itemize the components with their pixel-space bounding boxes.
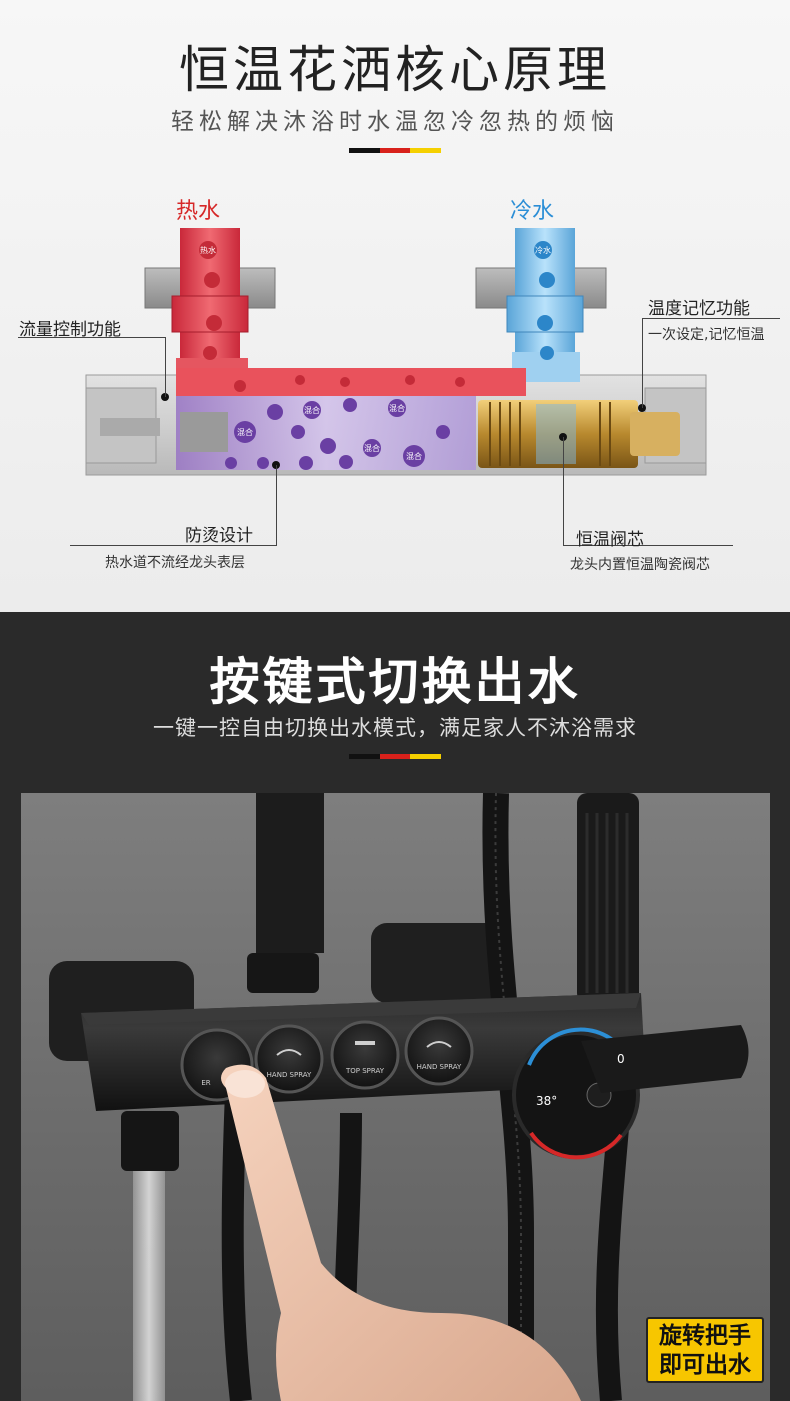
temp-memory-label: 温度记忆功能 <box>648 299 750 319</box>
mix-bubbles <box>225 398 450 470</box>
temp-memory-desc: 一次设定,记忆恒温 <box>648 327 765 343</box>
pipe-label: 冷水 <box>535 245 551 255</box>
dial-mark: 0 <box>617 1052 625 1066</box>
riser-pipe <box>256 793 324 953</box>
principle-section: 恒温花洒核心原理 轻松解决沐浴时水温忽冷忽热的烦恼 热水 冷水 <box>0 0 790 612</box>
section-subtitle: 轻松解决沐浴时水温忽冷忽热的烦恼 <box>171 109 619 135</box>
cold-bubbles <box>534 241 555 360</box>
rotate-handle-badge: 旋转把手 即可出水 <box>646 1317 764 1383</box>
water-stream <box>133 1171 165 1401</box>
pipe-label: 混合 <box>237 427 253 437</box>
tricolor-divider <box>349 754 442 759</box>
shower-mixer-photo: ER HAND SPRAY TOP SPRAY HAND SPRAY 38° 0… <box>21 793 770 1401</box>
button-switch-section: 按键式切换出水 一键一控自由切换出水模式，满足家人不沐浴需求 <box>0 612 790 1401</box>
flow-control-label: 流量控制功能 <box>19 320 121 340</box>
pipe-label: 混合 <box>364 443 380 453</box>
thermo-core-desc: 龙头内置恒温陶瓷阀芯 <box>570 557 710 573</box>
tricolor-divider <box>349 148 442 153</box>
handle-lever <box>581 1025 749 1093</box>
dial-mark: 38° <box>536 1094 557 1108</box>
hot-bubbles <box>199 241 465 392</box>
anti-scald-desc: 热水道不流经龙头表层 <box>105 555 245 571</box>
button-label: HAND SPRAY <box>267 1071 312 1079</box>
thermo-core-label: 恒温阀芯 <box>576 530 644 550</box>
valve-cutaway-diagram: 热水 冷水 混合 混合 混合 混合 混合 <box>85 228 707 476</box>
anti-scald-label: 防烫设计 <box>185 526 253 546</box>
shower-mixer-illustration: ER HAND SPRAY TOP SPRAY HAND SPRAY 38° 0 <box>49 793 749 1401</box>
section-title: 按键式切换出水 <box>209 653 581 711</box>
section-title: 恒温花洒核心原理 <box>179 41 611 99</box>
badge-line: 旋转把手 <box>659 1323 751 1349</box>
button-label: ER <box>201 1079 210 1087</box>
button-label: HAND SPRAY <box>417 1063 462 1071</box>
hot-channel <box>176 368 526 396</box>
badge-line: 即可出水 <box>659 1352 751 1378</box>
cold-water-label: 冷水 <box>510 199 555 224</box>
button-label: TOP SPRAY <box>345 1067 385 1075</box>
pipe-label: 热水 <box>200 245 216 255</box>
section-subtitle: 一键一控自由切换出水模式，满足家人不沐浴需求 <box>153 716 637 740</box>
pipe-label: 混合 <box>304 405 320 415</box>
pipe-label: 混合 <box>406 451 422 461</box>
finger <box>221 1064 581 1401</box>
hot-water-label: 热水 <box>176 199 221 224</box>
pipe-label: 混合 <box>389 403 405 413</box>
